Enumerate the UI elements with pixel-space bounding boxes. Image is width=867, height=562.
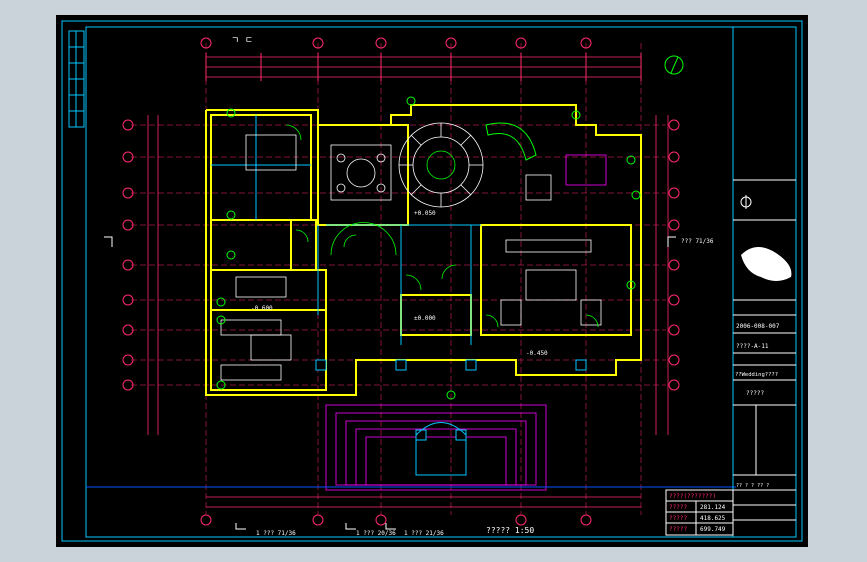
section-mark-4: ??? 71/36 <box>681 238 714 245</box>
floor-plan-drawing[interactable]: ㄱ ㄷ ????? 1:50 1 ??? 71/36 1 ??? 20/36 1… <box>56 15 808 547</box>
interior-walls <box>211 115 481 345</box>
area-value-1: 281.124 <box>700 504 726 511</box>
area-value-3: 699.749 <box>700 526 726 533</box>
exterior-walls <box>205 104 642 396</box>
level-label-4: +0.050 <box>414 210 436 217</box>
level-label-1: ±0.000 <box>414 315 436 322</box>
area-label-2: ????? <box>669 515 687 522</box>
inner-frame <box>85 26 797 538</box>
area-label-1: ????? <box>669 504 687 511</box>
section-mark-3: 1 ??? 21/36 <box>404 530 444 537</box>
drawing-sheet[interactable]: ㄱ ㄷ ????? 1:50 1 ??? 71/36 1 ??? 20/36 1… <box>56 15 808 547</box>
outer-frame <box>61 20 803 542</box>
section-mark-2: 1 ??? 20/36 <box>356 530 396 537</box>
project-name: ??Wedding???? <box>735 372 778 378</box>
level-label-2: -0.450 <box>526 350 548 357</box>
entry-terrace <box>325 404 547 491</box>
furniture <box>220 134 607 381</box>
company-name: ?? ? ? ?? ? <box>736 483 769 489</box>
section-markers <box>104 236 676 530</box>
sheet-title: ????? <box>746 390 764 397</box>
level-label-3: -0.600 <box>251 305 273 312</box>
entry-columns <box>315 359 587 441</box>
grid-bubbles-left <box>122 37 680 526</box>
location-map <box>741 246 792 281</box>
scale-label: ????? 1:50 <box>486 526 534 535</box>
north-arrow <box>664 55 684 75</box>
area-label-3: ????? <box>669 526 687 533</box>
title-block <box>732 26 797 538</box>
project-no: 2006-008-007 <box>736 323 780 330</box>
area-value-2: 418.625 <box>700 515 726 522</box>
section-mark-1: 1 ??? 71/36 <box>256 530 296 537</box>
revision-strip <box>68 30 85 128</box>
curved-balcony <box>485 122 537 161</box>
area-header: ????(???????) <box>669 493 716 500</box>
entry-porch <box>415 422 467 476</box>
door-swings <box>285 124 599 328</box>
top-mark: ㄱ ㄷ <box>231 36 253 46</box>
annotation-bubbles <box>216 96 641 400</box>
area-table <box>665 489 734 536</box>
spiral-staircase <box>398 122 484 208</box>
drawing-no: ????-A-11 <box>736 343 769 350</box>
